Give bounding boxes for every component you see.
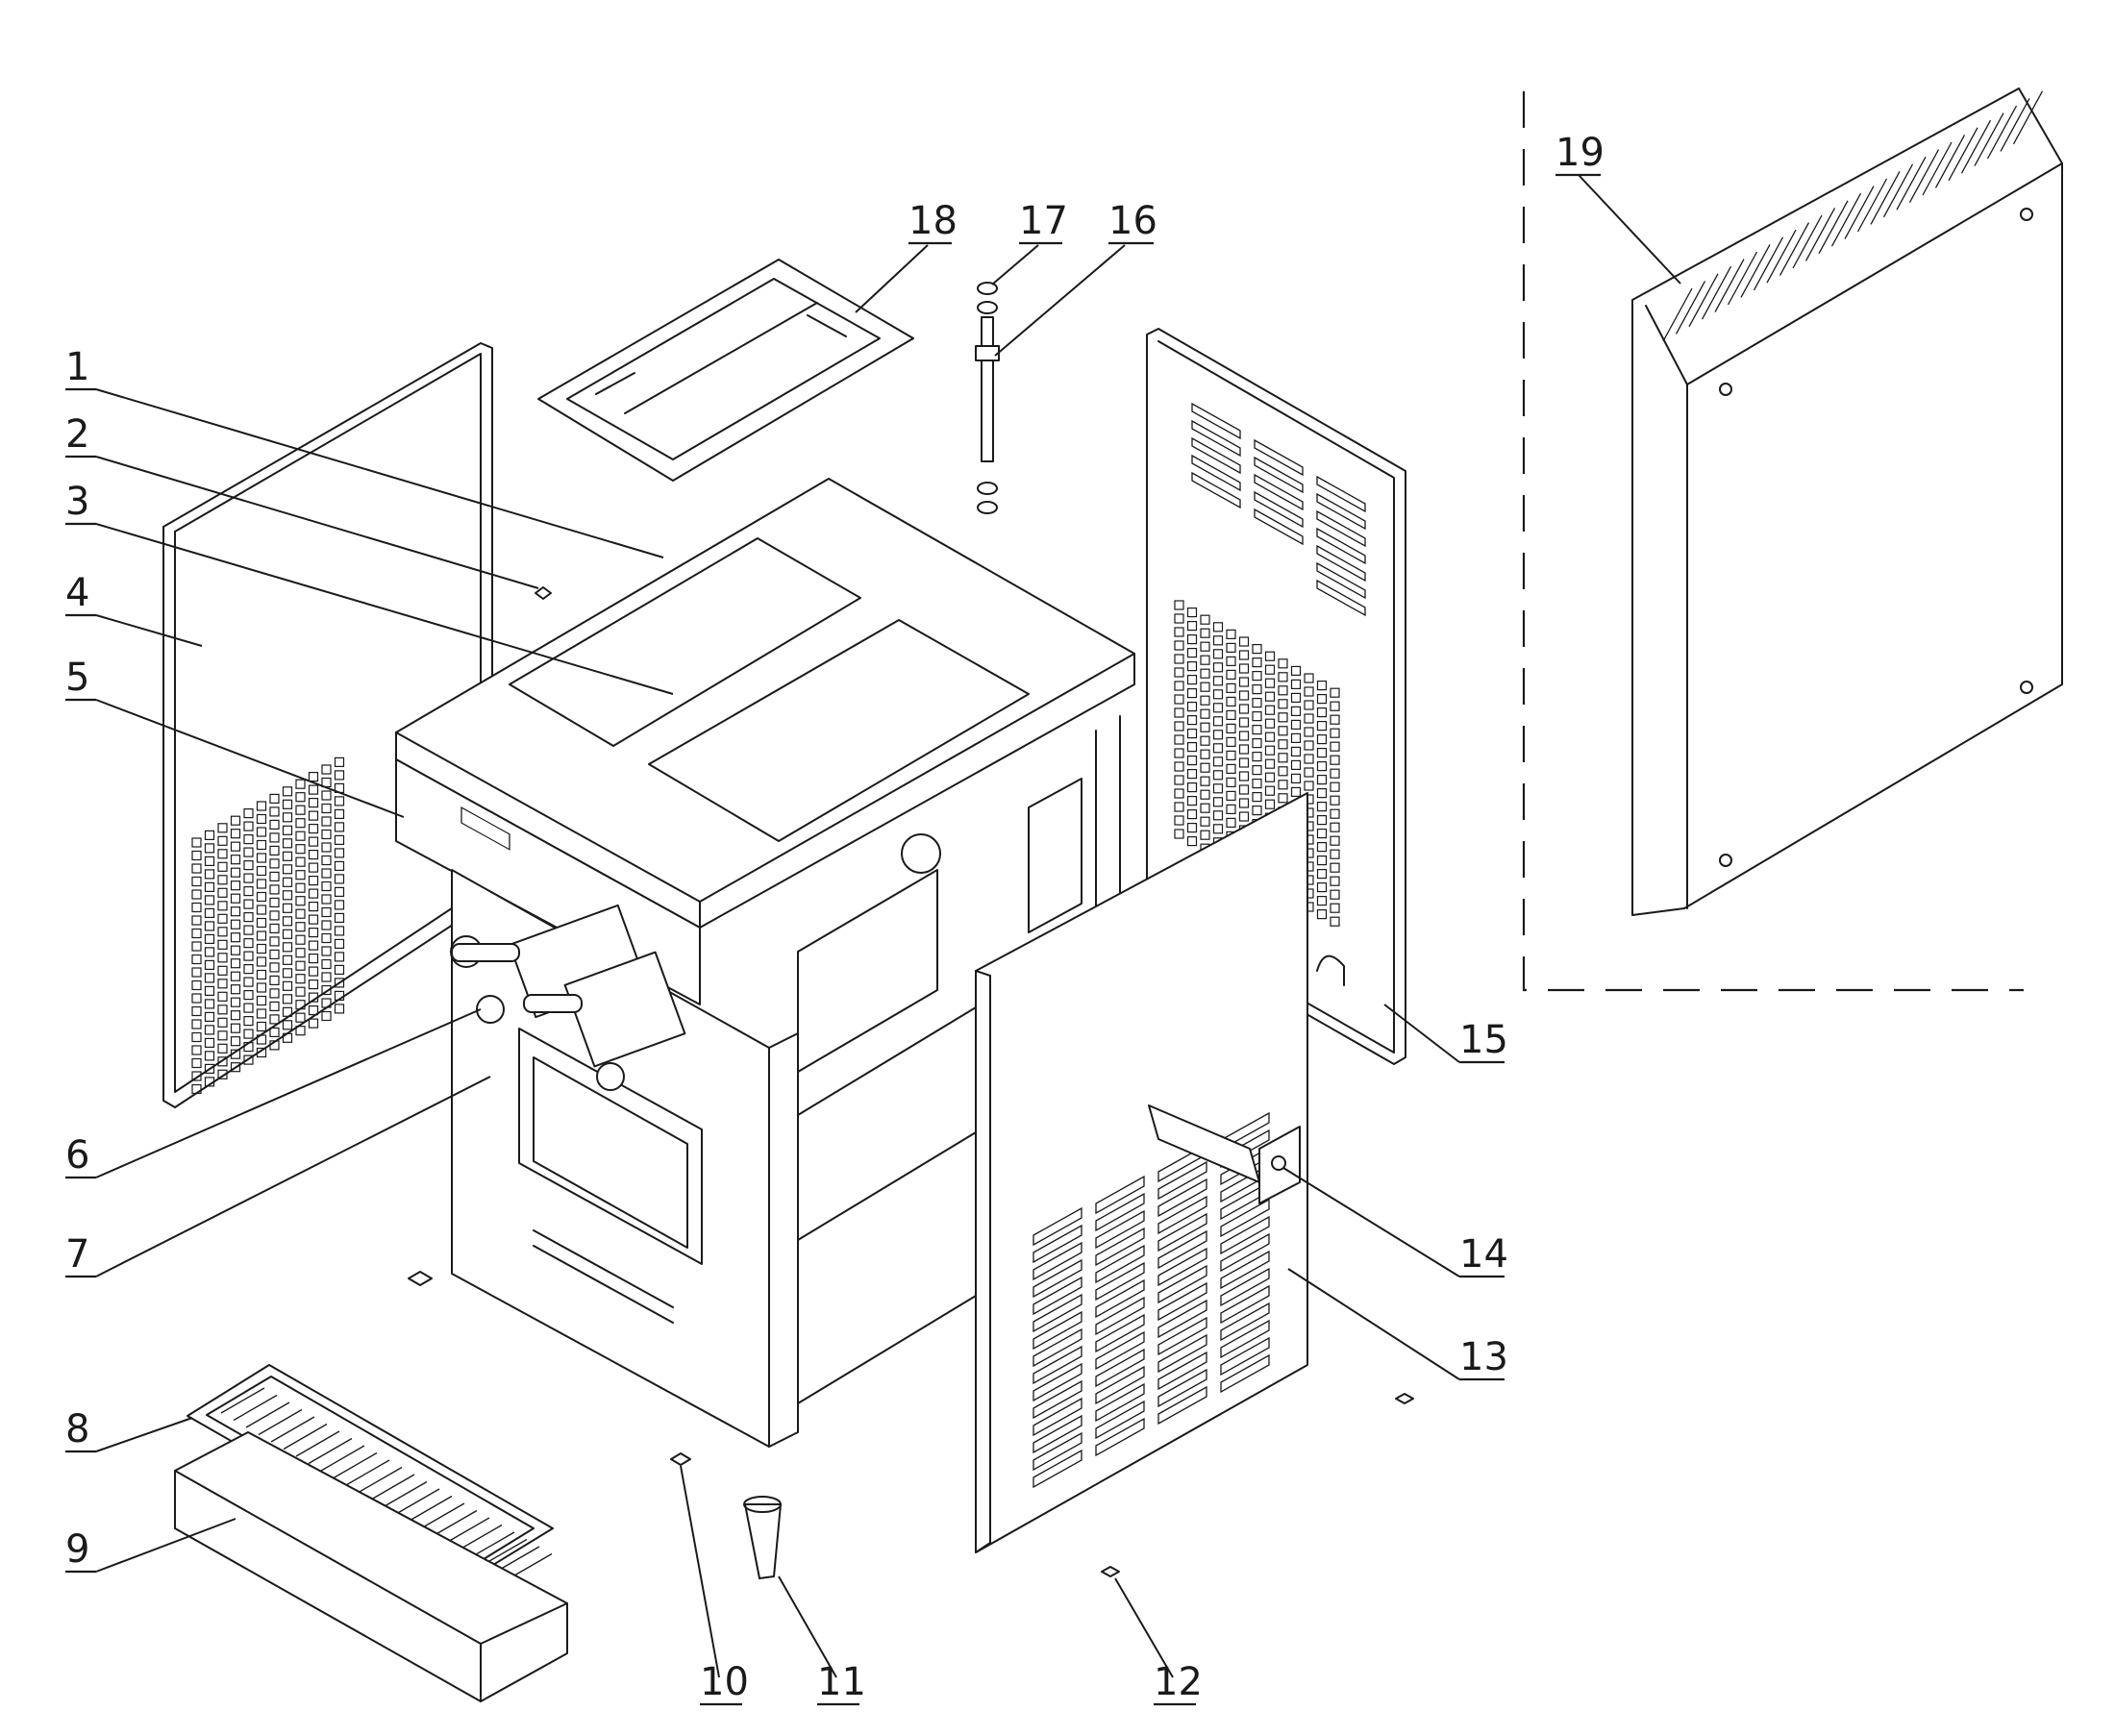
callout-9: 9	[65, 1518, 236, 1574]
callout-number: 19	[1555, 131, 1605, 175]
drip-tray-slats	[220, 1387, 553, 1580]
callout-number: 14	[1459, 1232, 1508, 1277]
rear-panel-louvers	[1191, 402, 1366, 617]
leader-line	[1114, 1577, 1174, 1678]
callout-number: 15	[1459, 1018, 1508, 1062]
callout-number: 1	[65, 345, 89, 389]
leader-line	[95, 699, 405, 818]
leader-line	[1578, 174, 1681, 285]
leader-line	[991, 244, 1039, 285]
inset-panel-louvers	[1662, 90, 2044, 342]
dispensing-valves	[450, 904, 686, 1091]
leader-line	[95, 456, 539, 589]
callout-number: 18	[908, 199, 958, 243]
drip-tray	[174, 1431, 568, 1702]
callout-2: 2	[65, 412, 539, 589]
leader-line	[1383, 1004, 1460, 1063]
callout-5: 5	[65, 656, 405, 818]
agitator-shaft	[975, 282, 1000, 514]
inset-rear-panel	[1522, 87, 2063, 992]
callout-number: 2	[65, 412, 89, 457]
callout-17: 17	[991, 199, 1068, 285]
leader-line	[994, 244, 1126, 357]
callout-3: 3	[65, 480, 674, 695]
callout-16: 16	[994, 199, 1157, 357]
leader-line	[778, 1575, 837, 1678]
callout-19: 19	[1555, 131, 1681, 285]
callout-8: 8	[65, 1407, 193, 1453]
left-side-panel	[162, 342, 493, 1108]
leader-line	[95, 1008, 482, 1178]
callout-number: 6	[65, 1133, 89, 1178]
callout-13: 13	[1287, 1268, 1508, 1381]
leader-line	[95, 388, 664, 558]
callout-11: 11	[778, 1575, 866, 1706]
machine-body	[395, 478, 1135, 1448]
callout-number: 8	[65, 1407, 89, 1451]
small-fasteners	[408, 586, 1414, 1579]
callout-6: 6	[65, 1008, 482, 1179]
callout-number: 17	[1019, 199, 1068, 243]
callout-7: 7	[65, 1076, 491, 1278]
callout-number: 16	[1108, 199, 1157, 243]
callout-18: 18	[855, 199, 958, 313]
callout-number: 12	[1154, 1660, 1203, 1704]
callout-15: 15	[1383, 1004, 1508, 1064]
callout-1: 1	[65, 345, 664, 558]
callout-number: 9	[65, 1527, 89, 1572]
callout-10: 10	[680, 1465, 749, 1706]
hopper-lid	[537, 259, 914, 482]
leader-line	[95, 1076, 491, 1277]
leader-line	[855, 244, 929, 313]
leader-line	[95, 1518, 236, 1573]
callout-12: 12	[1114, 1577, 1203, 1706]
leader-line	[680, 1465, 720, 1678]
leader-line	[95, 614, 203, 647]
callout-number: 5	[65, 656, 89, 700]
leader-line	[95, 523, 674, 695]
callout-number: 3	[65, 480, 89, 524]
leader-line	[95, 1417, 193, 1452]
callout-number: 11	[817, 1660, 866, 1704]
leader-line	[1282, 1167, 1460, 1277]
left-panel-vent-grid	[191, 756, 345, 1095]
callout-number: 13	[1459, 1335, 1508, 1379]
leader-line	[1287, 1268, 1460, 1380]
callout-number: 4	[65, 571, 89, 615]
right-side-panel	[975, 792, 1308, 1553]
callout-14: 14	[1282, 1167, 1508, 1278]
callout-number: 7	[65, 1232, 89, 1277]
callout-number: 10	[700, 1660, 749, 1704]
callout-4: 4	[65, 571, 203, 647]
